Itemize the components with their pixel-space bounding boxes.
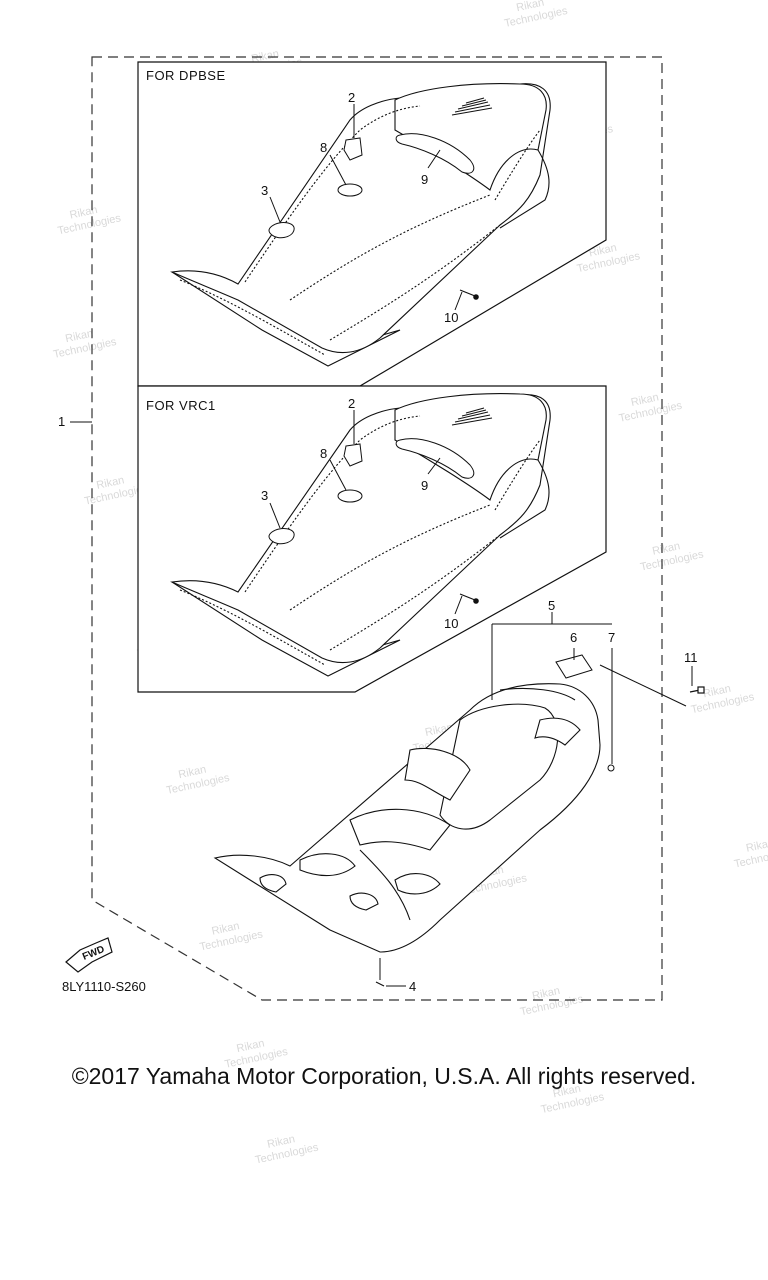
plate-vrc1 <box>343 443 363 467</box>
callout-3-dpbse: 3 <box>261 183 268 198</box>
bracket <box>555 654 593 679</box>
svg-text:Rikan: Rikan <box>266 1133 296 1151</box>
callout-4: 4 <box>409 979 416 994</box>
callout-9-dpbse: 9 <box>421 172 428 187</box>
callout-10-dpbse: 10 <box>444 310 458 325</box>
callout-2-dpbse: 2 <box>348 90 355 105</box>
plate-dpbse <box>343 137 363 161</box>
seat-base <box>213 683 601 953</box>
svg-text:Rikan: Rikan <box>702 683 732 701</box>
grab-handle-vrc1 <box>395 438 475 479</box>
svg-text:Rikan: Rikan <box>64 328 94 346</box>
callout-3-vrc1: 3 <box>261 488 268 503</box>
grommet-dpbse <box>337 183 363 197</box>
nut <box>607 764 615 772</box>
callout-7: 7 <box>608 630 615 645</box>
copyright-notice: ©2017 Yamaha Motor Corporation, U.S.A. A… <box>71 1063 697 1089</box>
callout-5-bracket <box>379 612 693 987</box>
grab-handle-dpbse <box>395 133 475 174</box>
diagram-code: 8LY1110-S260 <box>62 979 146 994</box>
svg-text:Rikan: Rikan <box>95 474 125 492</box>
fwd-arrow-icon: FWD <box>65 937 113 973</box>
svg-text:Rikan: Rikan <box>630 391 660 409</box>
svg-text:Rikan: Rikan <box>552 1083 582 1101</box>
svg-text:Rikan: Rikan <box>236 1037 266 1055</box>
assembly-dashed-boundary <box>91 56 663 1001</box>
callout-10-vrc1: 10 <box>444 616 458 631</box>
svg-text:Rikan: Rikan <box>69 204 99 222</box>
grommet-vrc1 <box>337 489 363 503</box>
svg-text:Rikan: Rikan <box>531 985 561 1003</box>
svg-text:Rikan: Rikan <box>177 764 207 782</box>
bolt <box>689 686 705 694</box>
variant-label-dpbse: FOR DPBSE <box>146 68 226 83</box>
svg-text:Rikan: Rikan <box>651 540 681 558</box>
variant-label-vrc1: FOR VRC1 <box>146 398 216 413</box>
emblem-dpbse <box>268 222 295 239</box>
callout-8-vrc1: 8 <box>320 446 327 461</box>
svg-text:1: 1 <box>58 414 65 429</box>
seat-logo-vrc1 <box>451 407 493 426</box>
svg-text:Rikan: Rikan <box>250 48 280 66</box>
callout-6: 6 <box>570 630 577 645</box>
callout-8-dpbse: 8 <box>320 140 327 155</box>
clip <box>375 981 385 987</box>
svg-text:Rikan: Rikan <box>211 920 241 938</box>
screw-dpbse <box>459 289 479 300</box>
callout-1: 1 <box>58 414 92 429</box>
emblem-vrc1 <box>268 528 295 545</box>
callout-5: 5 <box>548 598 555 613</box>
callout-2-vrc1: 2 <box>348 396 355 411</box>
svg-text:Rikan: Rikan <box>745 837 768 855</box>
screw-vrc1 <box>459 593 479 604</box>
seat-logo-dpbse <box>451 97 493 116</box>
callout-9-vrc1: 9 <box>421 478 428 493</box>
callout-11: 11 <box>684 650 698 665</box>
